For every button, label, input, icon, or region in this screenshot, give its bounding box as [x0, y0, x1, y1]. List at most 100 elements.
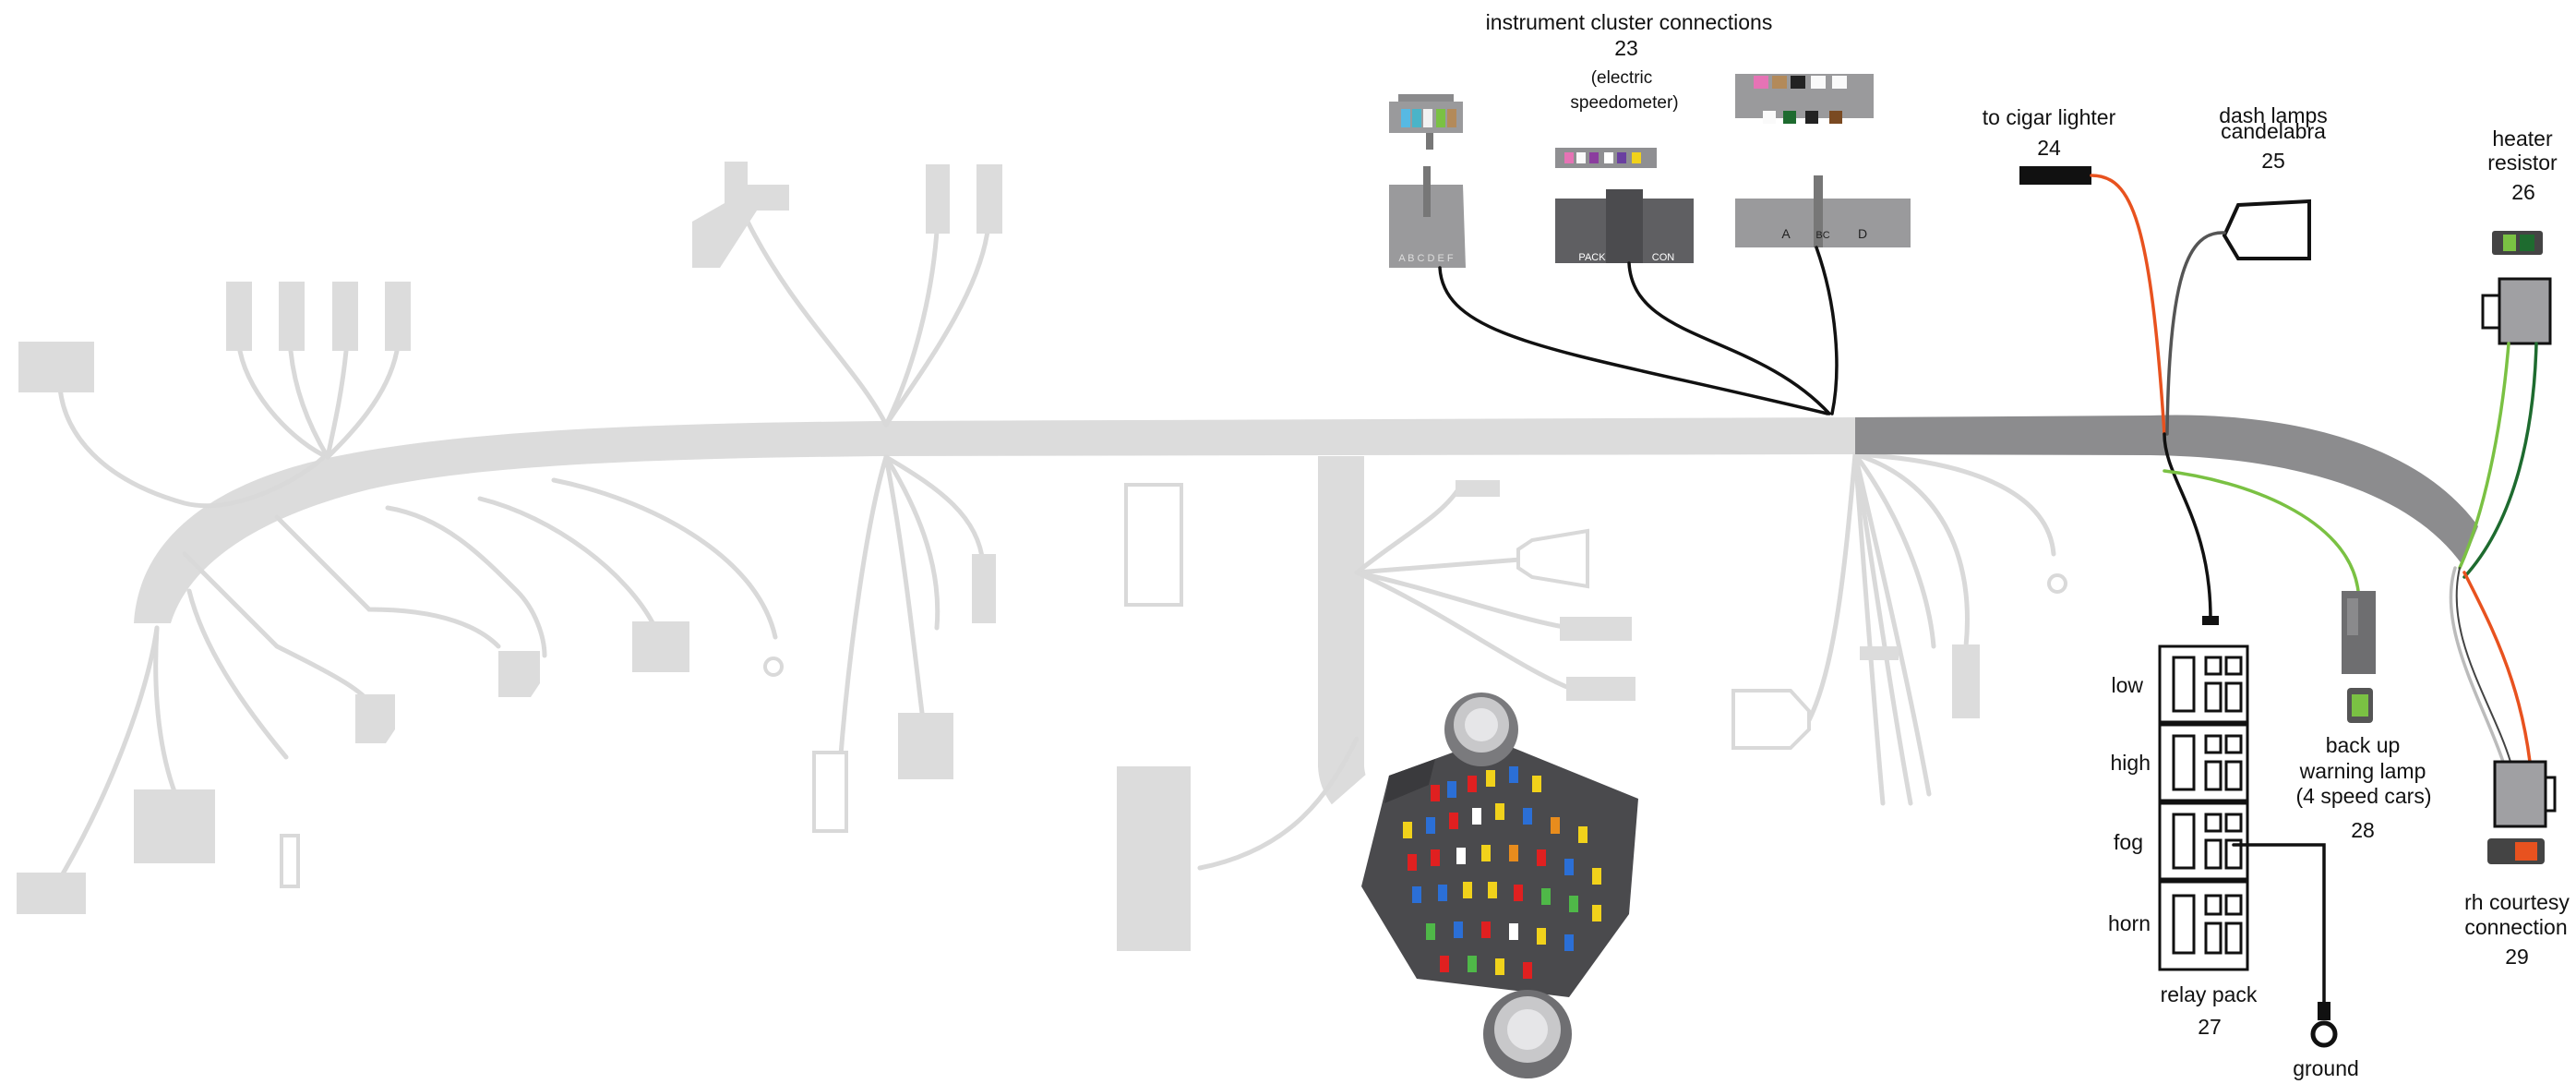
- heater-resistor-group: heater resistor 26: [2458, 126, 2558, 579]
- heater-label-line2: resistor: [2487, 151, 2558, 175]
- cluster-right-pin-a: A: [1781, 226, 1791, 241]
- ghost-wire: [837, 454, 889, 769]
- ghost-wire: [1852, 452, 1936, 649]
- instrument-cluster-number: 23: [1614, 36, 1638, 60]
- ghost-wire: [288, 348, 330, 460]
- relay-label-low: low: [2111, 673, 2143, 697]
- cluster-left-pin-labels: A B C D E F: [1398, 253, 1454, 264]
- ghost-wire: [1354, 487, 1461, 575]
- cigar-lighter-group: to cigar lighter 24: [1983, 105, 2166, 436]
- ghost-wire: [883, 228, 940, 428]
- ghost-connector: [898, 713, 953, 779]
- ghost-connector: [1566, 677, 1635, 701]
- cluster-connector-center: PACK CON: [1555, 148, 1694, 263]
- ghost-connector: [1124, 483, 1183, 607]
- relay-feed-wire: [2163, 432, 2212, 620]
- backup-lamp-group: back up warning lamp (4 speed cars) 28: [2295, 591, 2432, 842]
- ghost-connector: [332, 282, 358, 351]
- ghost-connector: [279, 282, 305, 351]
- ghost-connector: [1952, 644, 1980, 718]
- ghost-connector: [976, 164, 1002, 234]
- ghost-wire: [1852, 452, 1913, 806]
- ghost-connector: [498, 651, 540, 697]
- ghost-connector: [17, 873, 86, 914]
- relay-high: high: [2111, 723, 2249, 802]
- ghost-wire: [745, 219, 889, 428]
- cluster-wire-right: [1815, 246, 1839, 416]
- ghost-wire: [57, 385, 330, 509]
- backup-lamp-connector: [2342, 591, 2376, 674]
- ghost-connector: [692, 162, 789, 268]
- heater-wire-dark-green: [2462, 342, 2538, 579]
- ghost-wire: [153, 625, 178, 797]
- ghost-connector: [1117, 766, 1191, 951]
- ghost-connector: [972, 554, 996, 623]
- speedo-pack-label: PACK: [1578, 252, 1606, 263]
- dash-lamps-group: dash lamps candelabra 25: [2165, 103, 2328, 436]
- mounting-stud-top: [1444, 693, 1518, 766]
- ghost-connector: [926, 164, 950, 234]
- cluster-wire-center: [1627, 261, 1831, 416]
- cluster-right-pin-d: D: [1858, 226, 1867, 241]
- ghost-wire: [1354, 556, 1535, 575]
- relay-pack-label: relay pack: [2161, 982, 2258, 1006]
- cluster-right-pin-bc: BC: [1815, 230, 1829, 241]
- ghost-wire: [883, 454, 926, 723]
- ghost-connector: [18, 342, 94, 392]
- ghost-wire: [186, 588, 289, 760]
- ghost-wire: [325, 348, 349, 460]
- ghost-wire: [1806, 452, 1858, 723]
- courtesy-group: rh courtesy connection 29: [2449, 566, 2570, 969]
- ground-terminal: [2310, 1002, 2338, 1048]
- fuse-panel: [1301, 693, 1707, 1078]
- dash-lamps-wire: [2165, 231, 2226, 436]
- main-trunk-ghost: [134, 417, 1855, 623]
- ghost-wire: [274, 514, 501, 649]
- ghost-connector: [280, 834, 300, 888]
- ground-label: ground: [2293, 1056, 2359, 1080]
- courtesy-number: 29: [2505, 945, 2529, 969]
- instrument-cluster-connectors: instrument cluster connections 23 (elect…: [1389, 10, 1911, 416]
- heater-label-line1: heater: [2492, 126, 2553, 151]
- ghost-wire: [1852, 452, 1932, 797]
- ghost-wire: [1852, 452, 2056, 557]
- courtesy-wire-white: [2449, 566, 2505, 764]
- speedo-con-label: CON: [1652, 252, 1675, 263]
- ghost-wire: [1354, 570, 1572, 691]
- main-trunk-active: [1855, 415, 2478, 565]
- relay-low: low: [2111, 644, 2249, 724]
- ghost-connector: [812, 751, 848, 833]
- ghost-connector: [355, 694, 395, 743]
- relay-label-horn: horn: [2108, 911, 2151, 935]
- ghost-wire: [477, 496, 658, 631]
- ghost-connector: [226, 282, 252, 351]
- ghost-connector: [1456, 480, 1500, 497]
- ghost-wire: [1197, 736, 1360, 871]
- ghost-wire: [551, 477, 778, 640]
- heater-number: 26: [2511, 180, 2535, 204]
- ghost-connector: [632, 621, 689, 672]
- fuse-grid: [1403, 766, 1601, 979]
- cluster-connector-right: A BC D: [1735, 74, 1911, 247]
- courtesy-wire-gray: [2455, 567, 2511, 763]
- ghost-wire: [1852, 452, 1886, 806]
- backup-number: 28: [2351, 818, 2375, 842]
- backup-label-line1: back up: [2326, 733, 2401, 757]
- backup-label-line2: warning lamp: [2299, 759, 2426, 783]
- relay-feed-ferrule: [2202, 616, 2219, 625]
- ghost-wire: [53, 625, 160, 889]
- dash-lamps-number: 25: [2261, 149, 2285, 173]
- ghost-connector: [1860, 646, 1899, 660]
- ghost-wire: [325, 348, 400, 460]
- ghost-wire: [883, 454, 941, 631]
- backup-lamp-wire: [2163, 469, 2360, 593]
- ghost-connector: [1731, 689, 1811, 750]
- ghost-wire: [1354, 570, 1572, 631]
- ghost-harness: [17, 162, 2067, 951]
- electric-speedometer-label-line2: speedometer): [1570, 93, 1678, 113]
- cigar-lighter-label: to cigar lighter: [1983, 105, 2116, 129]
- courtesy-label-line2: connection: [2464, 915, 2567, 939]
- cluster-wire-left: [1438, 266, 1829, 416]
- ghost-connector: [1560, 617, 1632, 641]
- ghost-wire: [385, 505, 547, 658]
